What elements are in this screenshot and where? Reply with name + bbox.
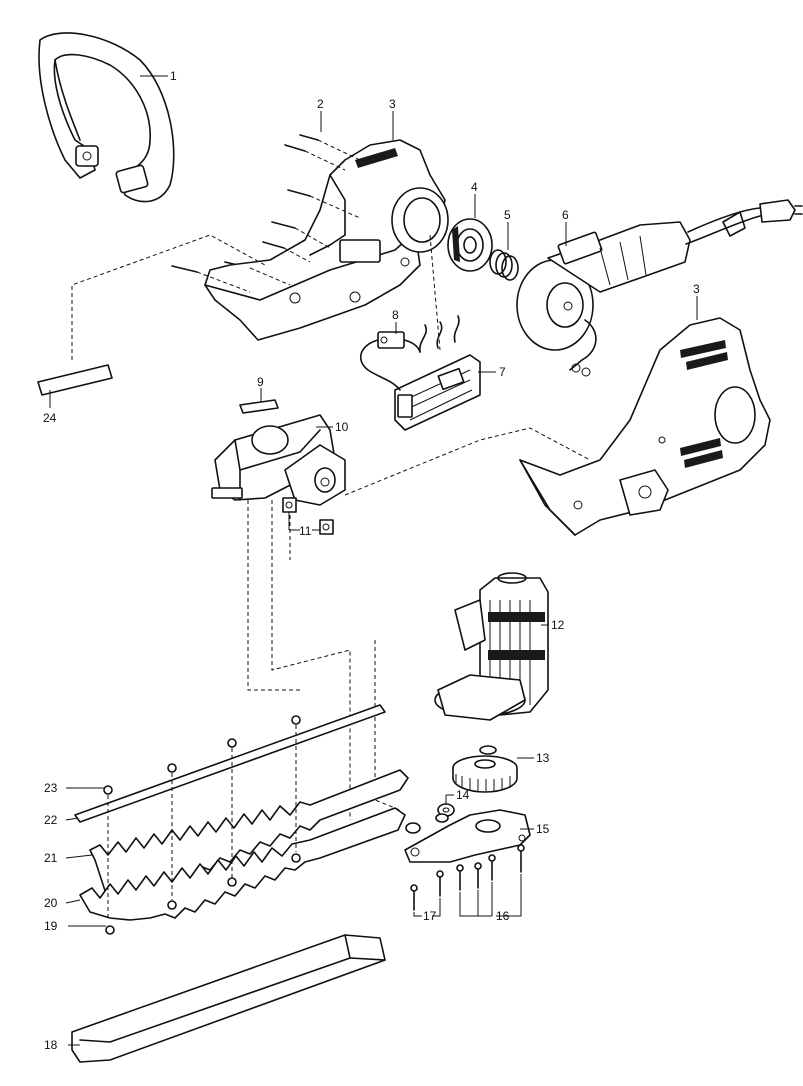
callout-3b: 3 [693,282,700,296]
callout-15: 15 [536,822,550,836]
part-13-gear [452,745,518,793]
part-18-sheath [71,934,386,1063]
part-6-motor-cord [516,199,803,377]
callout-2: 2 [317,97,324,111]
leader-lines [49,75,698,1046]
callout-5: 5 [504,208,511,222]
callout-17: 17 [423,909,437,923]
part-7-switch-board [394,315,481,431]
part-2-screws [171,134,319,273]
part-17-screws [410,870,444,911]
part-3-housing-left [204,139,449,341]
callout-8: 8 [392,308,399,322]
callout-9: 9 [257,375,264,389]
callout-11: 11 [299,524,312,538]
callout-21: 21 [44,851,58,865]
callout-23: 23 [44,781,58,795]
part-8-connector [359,331,421,391]
callout-3a: 3 [389,97,396,111]
callout-13: 13 [536,751,550,765]
part-3-housing-right [519,317,771,536]
callout-labels: 1 2 3 4 5 6 3 8 7 9 10 11 24 12 13 14 15… [43,69,700,1052]
assembly-lines-screws [196,139,441,351]
part-20-lower-blade [79,807,406,921]
callout-18: 18 [44,1038,58,1052]
callout-12: 12 [551,618,565,632]
callout-14: 14 [456,788,470,802]
part-1-front-handle [38,32,175,203]
assembly-lines-upper [71,234,591,820]
callout-7: 7 [499,365,506,379]
callout-16: 16 [496,909,510,923]
callout-19: 19 [44,919,58,933]
part-11-nuts [282,497,334,535]
part-12-gearbox [434,572,549,721]
part-9-plate [239,399,279,414]
callout-6: 6 [562,208,569,222]
part-15-plate [404,809,531,863]
part-5-spring [489,249,519,281]
blade-fasteners [103,715,301,935]
callout-4: 4 [471,180,478,194]
callout-1: 1 [170,69,177,83]
callout-22: 22 [44,813,58,827]
part-24-label [37,364,113,396]
callout-24: 24 [43,411,57,425]
callout-10: 10 [335,420,349,434]
part-10-blade-bracket [211,414,346,506]
part-16-screws [456,844,525,891]
part-22-guide-bar [74,704,386,823]
callout-20: 20 [44,896,58,910]
part-4-bearing-gear [447,218,493,272]
